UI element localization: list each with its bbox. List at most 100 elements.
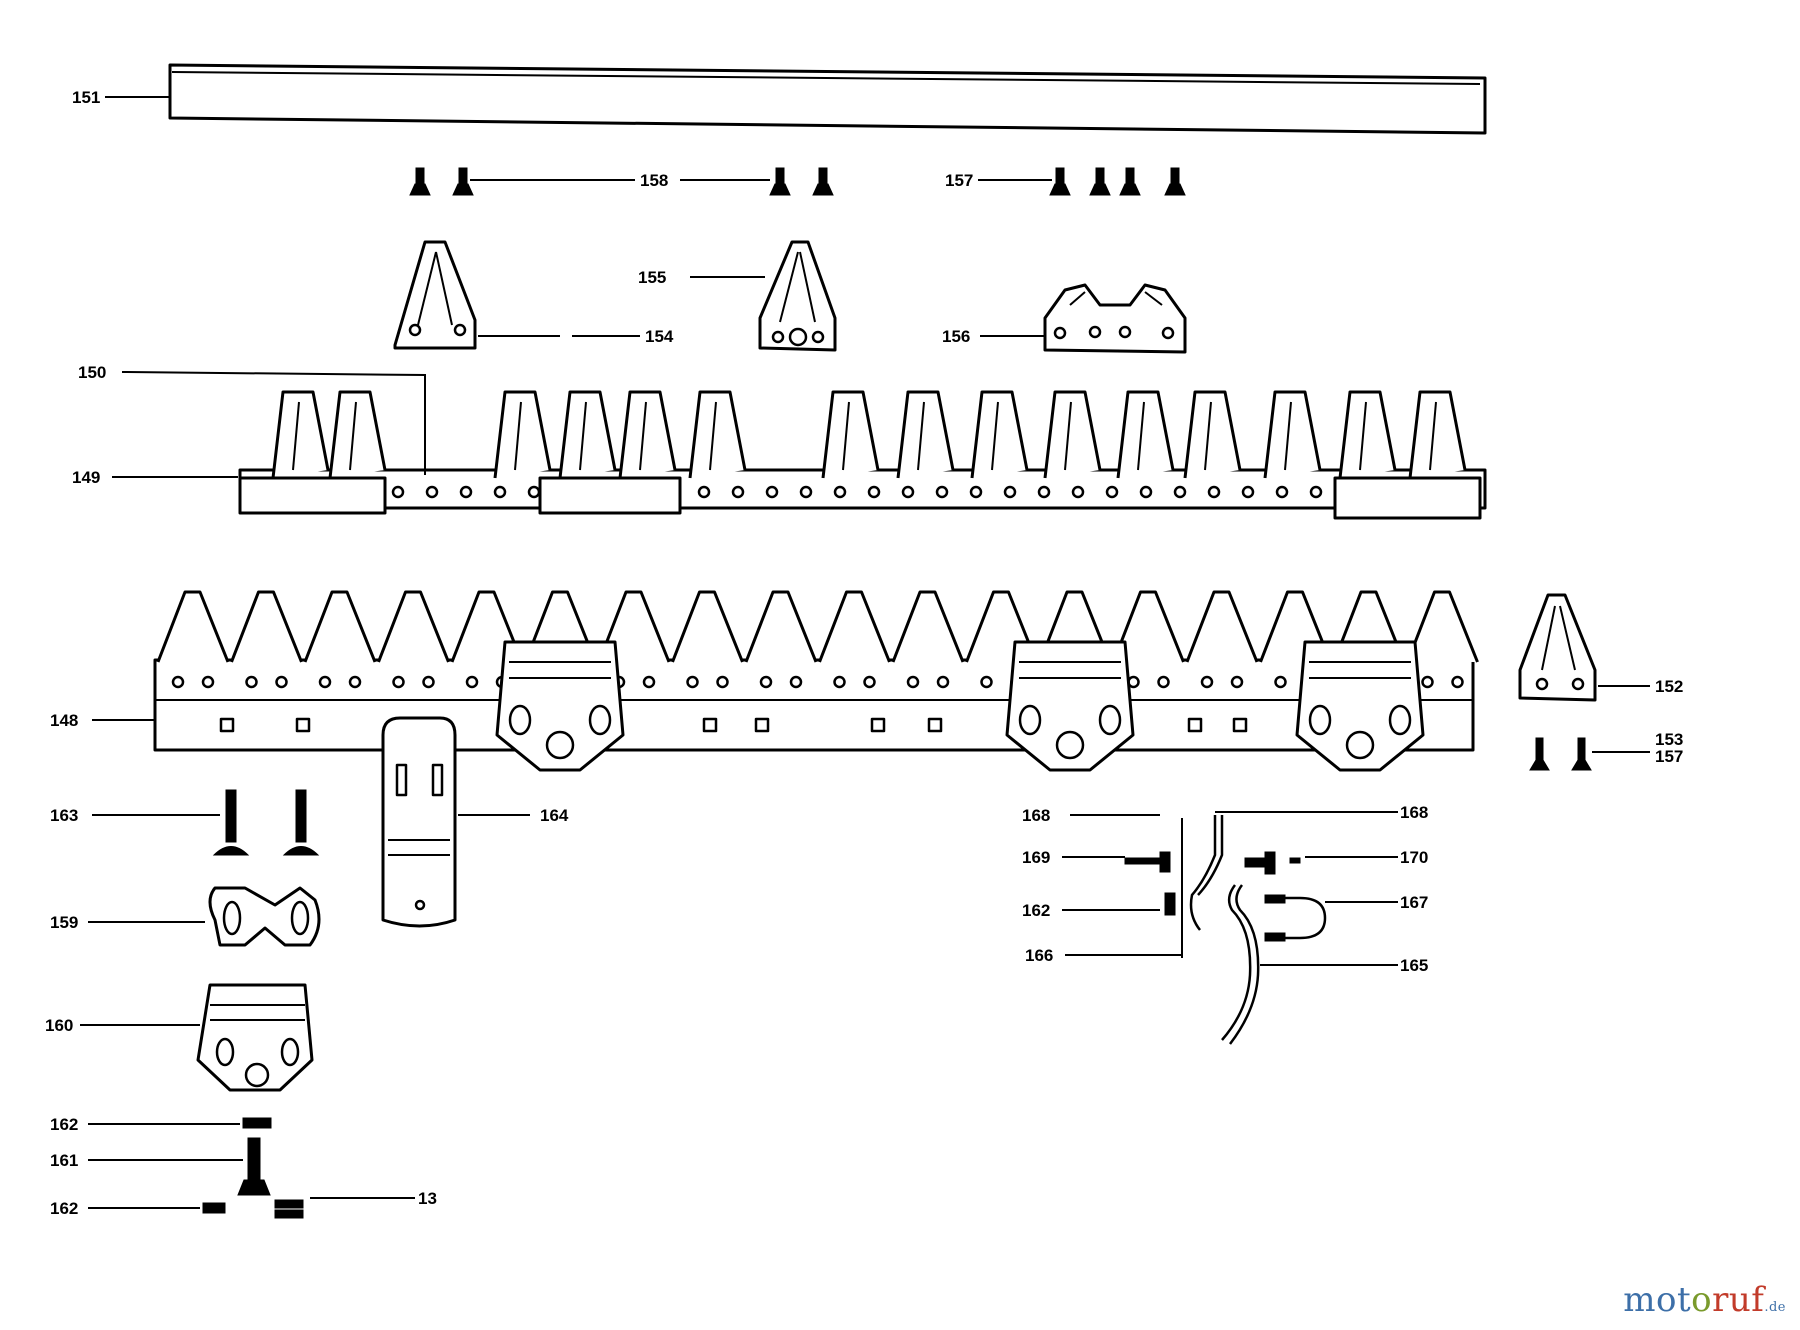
knife-hole (697, 485, 711, 499)
guard-hole (759, 675, 773, 689)
guard-hole (318, 675, 332, 689)
guard-finger (891, 590, 965, 663)
label-155: 155 (638, 268, 666, 287)
bar-slot (1187, 717, 1203, 733)
guard-finger (303, 590, 377, 663)
knife-hole (1139, 485, 1153, 499)
knife-hole (527, 485, 541, 499)
part-153-rivets (1529, 737, 1592, 771)
guard-hole (275, 675, 288, 689)
part-168-spring (1181, 815, 1224, 958)
knife-section (896, 390, 955, 479)
label-149: 149 (72, 468, 100, 487)
part-165-hook (1221, 884, 1260, 1045)
rivet-icon (1170, 167, 1180, 187)
knife-hole (901, 485, 915, 499)
guard-finger (744, 590, 818, 663)
knife-hole (969, 485, 983, 499)
knife-section (970, 390, 1029, 479)
label-152-right: 152 (1655, 677, 1683, 696)
part-155-blade (758, 240, 837, 352)
knife-hole (731, 485, 745, 499)
guard-hole (686, 675, 699, 689)
label-162-right: 162 (1022, 901, 1050, 920)
knife-hole (459, 485, 473, 499)
rivet-icon (458, 167, 468, 187)
knife-section-edge (349, 401, 357, 471)
knife-hole (1173, 485, 1187, 499)
guard-finger (818, 590, 891, 663)
guard-hole (789, 675, 803, 689)
rivet-icon (1125, 167, 1135, 187)
guard-clip (1295, 640, 1425, 772)
watermark-tld: .de (1764, 1300, 1786, 1315)
bar-slot (1232, 717, 1248, 733)
label-168-left: 168 (1022, 806, 1050, 825)
guard-clip (495, 640, 625, 772)
knife-section-edge (1429, 401, 1437, 471)
knife-hole (799, 485, 813, 499)
knife-section (1338, 390, 1397, 479)
guard-hole (1421, 675, 1434, 689)
knife-hole (1037, 485, 1051, 499)
knife-section (821, 390, 880, 479)
knife-section (1116, 390, 1175, 479)
part-152-blade (1518, 593, 1597, 702)
rivet-group-158-157 (409, 167, 1186, 196)
knife-hole (1207, 485, 1221, 499)
knife-section (688, 390, 747, 479)
part-151-bar (168, 63, 1487, 135)
guard-clip (1005, 640, 1135, 772)
knife-hole (765, 485, 779, 499)
knife-hole (1275, 485, 1289, 499)
guard-hole (1200, 675, 1214, 689)
rivet-icon (1055, 167, 1065, 187)
knife-hole (867, 485, 881, 499)
guard-finger (1185, 590, 1259, 663)
guard-clip-slot (1388, 704, 1412, 736)
knife-hole (1241, 485, 1255, 499)
watermark-logo: motoruf.de (1623, 1280, 1786, 1320)
bar-slot (870, 717, 886, 733)
knife-section-edge (842, 401, 850, 471)
bar-slot (754, 717, 770, 733)
label-13: 13 (418, 1189, 437, 1208)
part-154-blade (393, 240, 477, 350)
guard-finger (671, 590, 744, 663)
label-169: 169 (1022, 848, 1050, 867)
guard-clip-slot (1098, 704, 1122, 736)
guard-clip-hole (545, 730, 575, 760)
guard-hole (936, 675, 950, 689)
knife-section (493, 390, 552, 479)
part-169-bolt (1124, 851, 1171, 873)
rivet-icon (818, 167, 828, 187)
part-162-washer-right (1164, 892, 1176, 916)
guard-clip-hole (1055, 730, 1085, 760)
part-162-washers (202, 1199, 304, 1219)
rivet-icon (775, 167, 785, 187)
label-157-right: 157 (1655, 747, 1683, 766)
knife-hole (1003, 485, 1017, 499)
label-163: 163 (50, 806, 78, 825)
knife-hole (391, 485, 405, 499)
rivet-icon (1095, 167, 1105, 187)
label-168-right: 168 (1400, 803, 1428, 822)
knife-section-edge (514, 401, 522, 471)
rivet-icon (415, 167, 425, 187)
guard-clip-body (1295, 640, 1425, 772)
label-164: 164 (540, 806, 569, 825)
leader-150 (121, 371, 426, 475)
knife-section (1408, 390, 1467, 479)
guard-finger (1112, 590, 1185, 663)
knife-section-edge (639, 401, 647, 471)
label-166: 166 (1025, 946, 1053, 965)
guard-hole (171, 675, 185, 689)
guard-clip-slot (1018, 704, 1042, 736)
guard-hole (980, 675, 993, 689)
bar-slot (702, 717, 718, 733)
knife-section (271, 390, 330, 479)
rivet-icon (452, 183, 474, 196)
guard-hole (863, 675, 876, 689)
guard-hole (716, 675, 729, 689)
